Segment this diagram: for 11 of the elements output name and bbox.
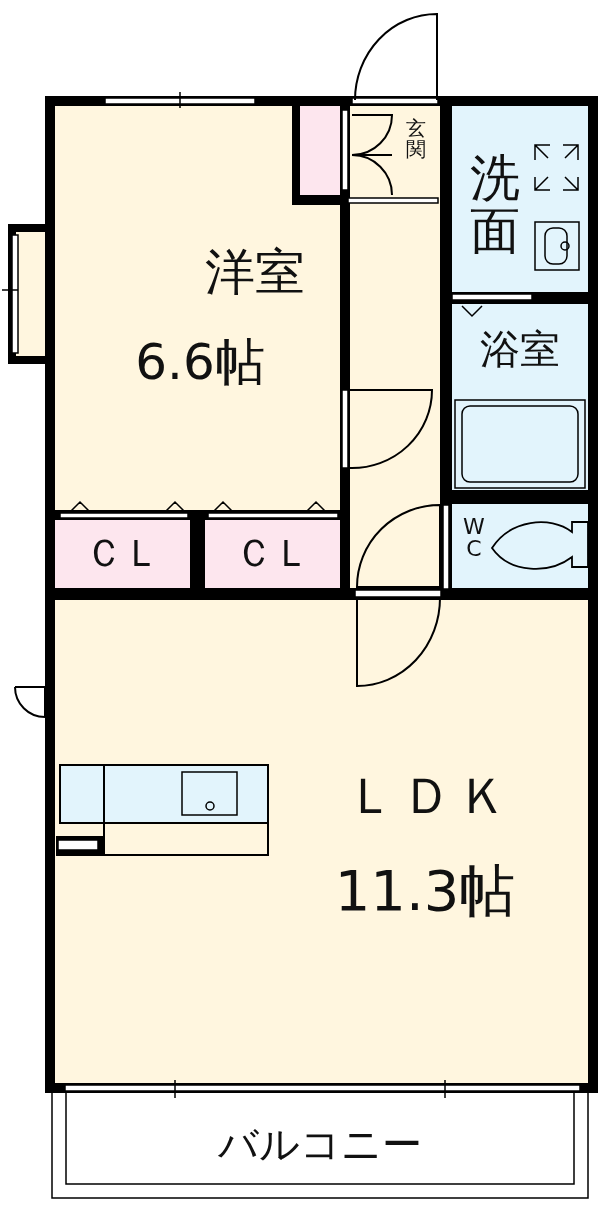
- room-name: ＣＬ: [83, 534, 162, 574]
- room-name: WC: [462, 516, 486, 560]
- room-name: 玄関: [405, 118, 427, 160]
- room-name: ＬＤＫ: [345, 770, 515, 823]
- room-name: 浴室: [479, 328, 561, 370]
- room-name: ＣＬ: [233, 534, 312, 574]
- room-name: 洗面: [469, 152, 521, 257]
- room-name: バルコニー: [217, 1123, 423, 1165]
- room-name: 洋室: [204, 246, 306, 299]
- room-area: 11.3帖: [310, 862, 540, 921]
- room-area: 6.6帖: [100, 336, 300, 389]
